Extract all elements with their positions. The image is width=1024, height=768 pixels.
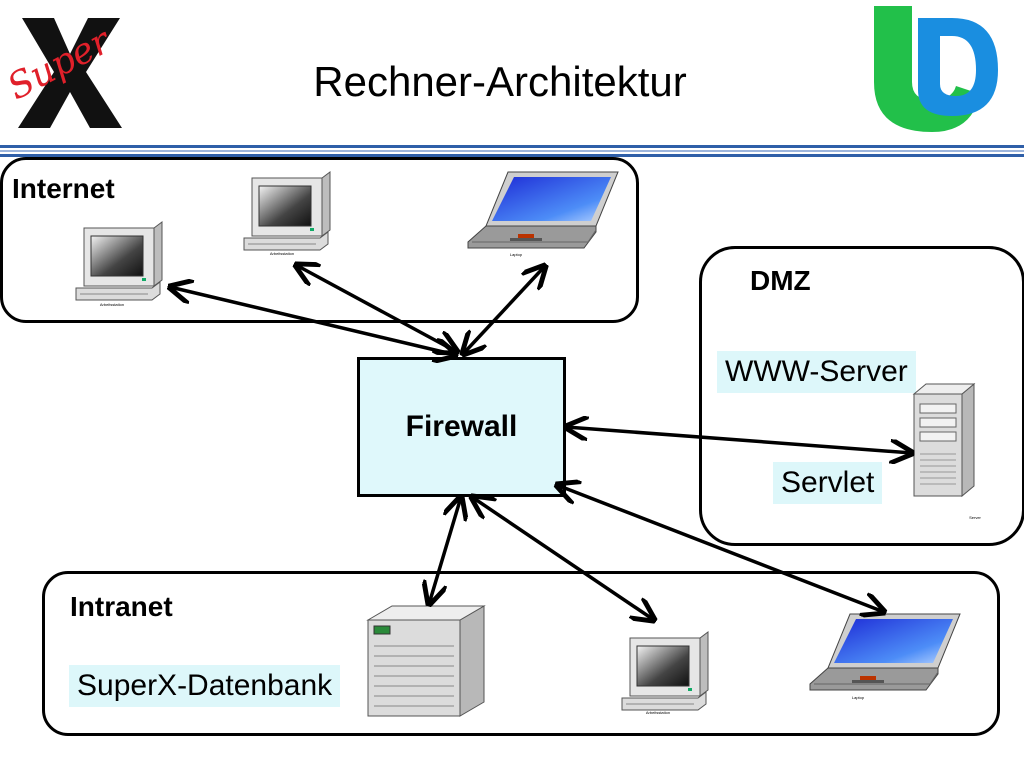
database-server-icon xyxy=(366,605,486,717)
internet-workstation-2: Arbeitsstation xyxy=(243,171,331,256)
www-server-label: WWW-Server xyxy=(717,351,916,393)
laptop-caption: Laptop xyxy=(852,695,865,700)
workstation-caption: Arbeitsstation xyxy=(646,710,670,715)
computer-icon xyxy=(75,221,163,301)
firewall-label: Firewall xyxy=(405,410,518,443)
link-firewall-intranet-workstation xyxy=(472,497,654,620)
u-logo-icon xyxy=(874,6,998,132)
link-firewall-www-server xyxy=(566,427,912,453)
database-server-node xyxy=(366,605,486,717)
university-logo xyxy=(872,4,1002,134)
internet-workstation-1: Arbeitsstation xyxy=(75,221,163,307)
dmz-label: DMZ xyxy=(750,265,811,296)
www-server-node: Server xyxy=(913,383,982,520)
laptop-icon xyxy=(809,613,961,691)
server-caption: Server xyxy=(969,515,981,520)
page-title: Rechner-Architektur xyxy=(313,58,687,105)
intranet-workstation: Arbeitsstation xyxy=(621,631,709,715)
workstation-caption: Arbeitsstation xyxy=(100,302,124,307)
link-firewall-internet-1 xyxy=(170,287,456,355)
connections xyxy=(170,265,912,620)
server-icon xyxy=(913,383,975,497)
internet-label: Internet xyxy=(12,173,115,204)
link-firewall-intranet-laptop xyxy=(557,485,884,612)
link-firewall-internet-2 xyxy=(296,265,457,352)
database-label: SuperX-Datenbank xyxy=(69,665,341,707)
computer-icon xyxy=(243,171,331,251)
laptop-icon xyxy=(467,171,619,249)
intranet-label: Intranet xyxy=(70,591,173,622)
link-firewall-internet-laptop xyxy=(463,266,545,354)
laptop-caption: Laptop xyxy=(510,252,523,257)
superx-logo: Super xyxy=(1,12,136,134)
internet-laptop: Laptop xyxy=(467,171,619,257)
intranet-laptop: Laptop xyxy=(809,613,961,700)
x-logo-icon: Super xyxy=(1,18,122,128)
title-divider xyxy=(0,145,1024,157)
workstation-caption: Arbeitsstation xyxy=(270,251,294,256)
link-firewall-database xyxy=(429,497,461,604)
computer-icon xyxy=(621,631,709,711)
